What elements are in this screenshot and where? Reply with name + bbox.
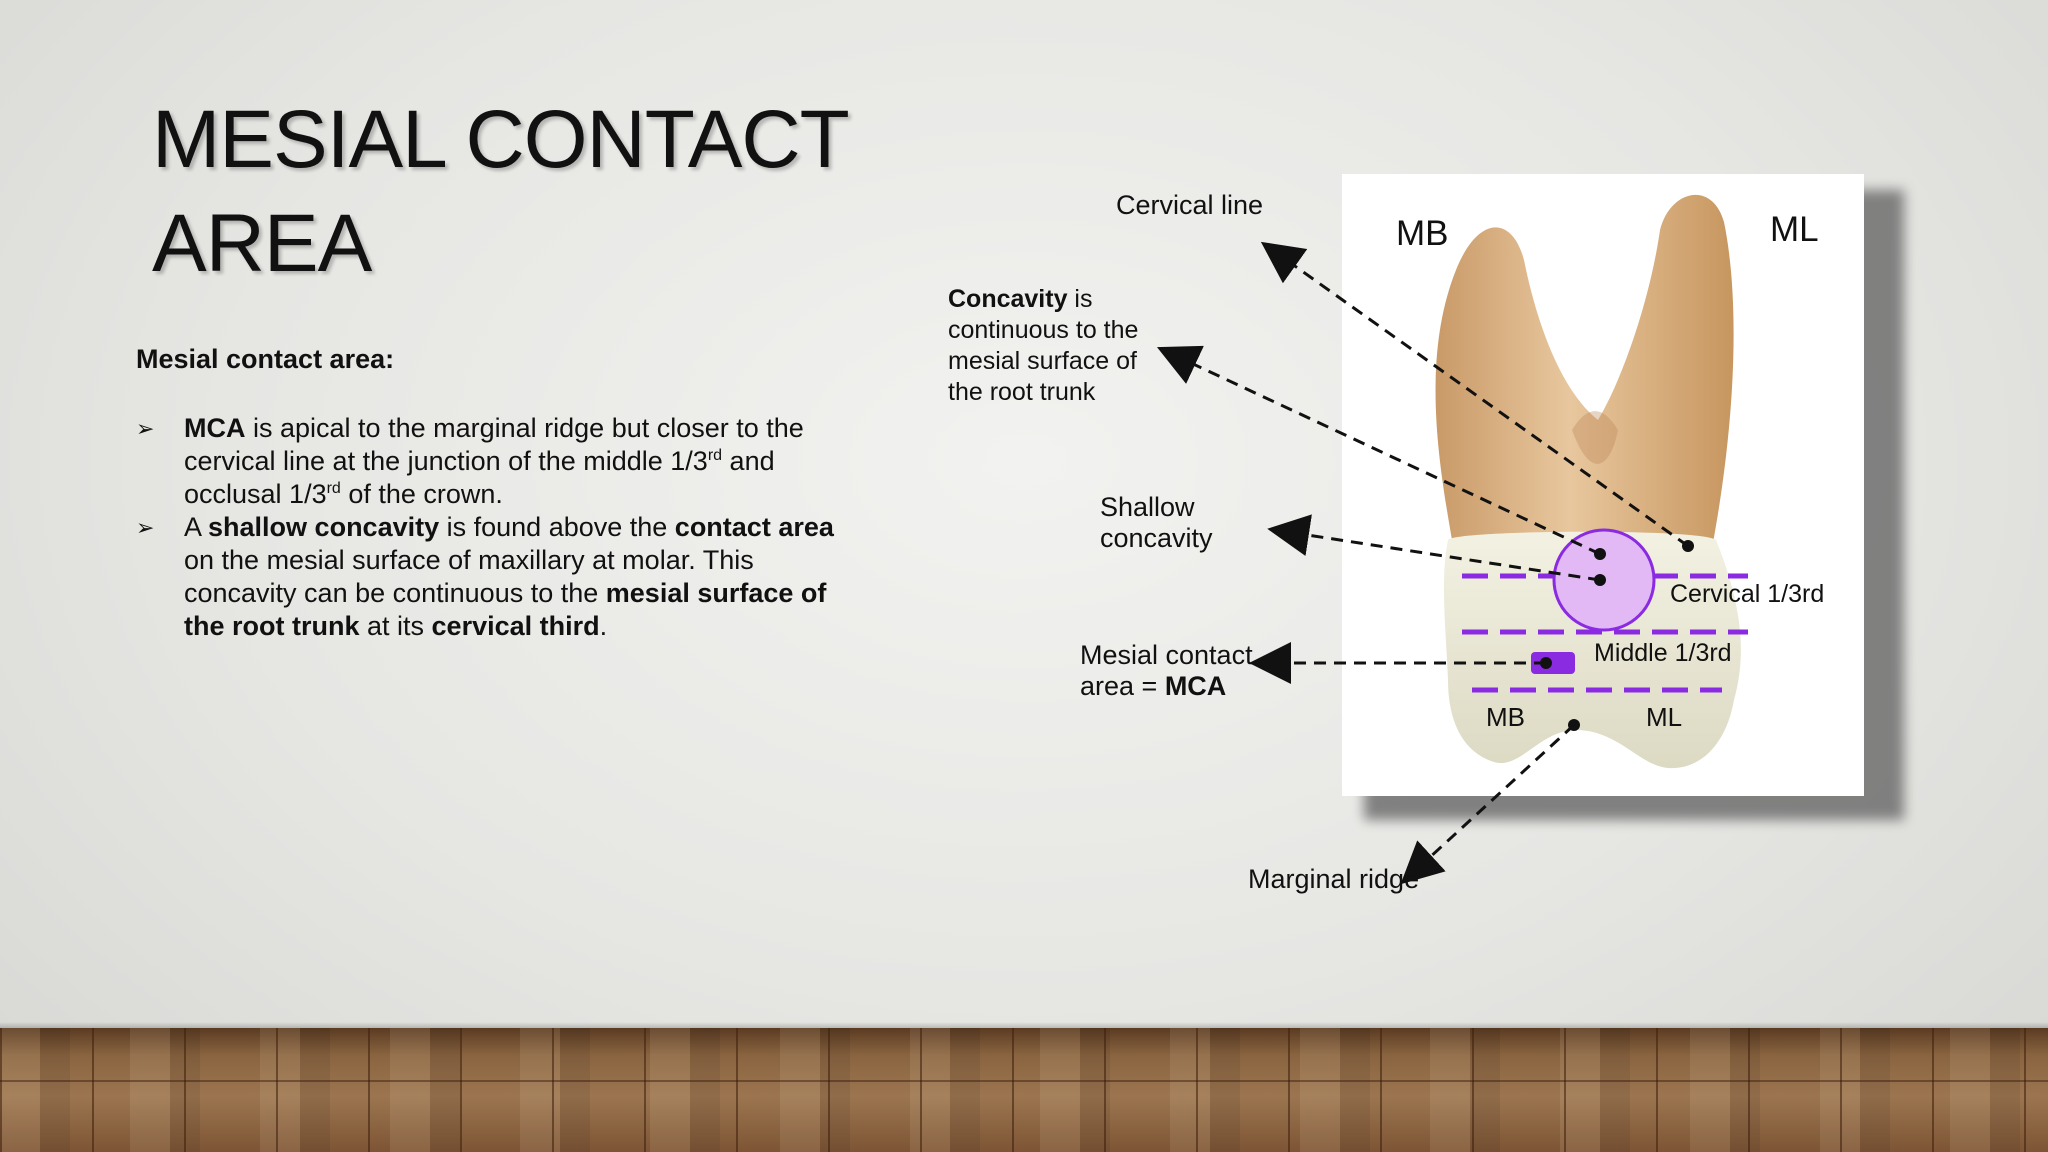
label-middle-third: Middle 1/3rd: [1594, 639, 1732, 667]
text-run: Mesial contact: [1080, 640, 1253, 670]
bold-text: MCA: [1164, 671, 1227, 701]
leader-shallow-concavity: [1267, 514, 1601, 582]
label-cervical-line: Cervical line: [1116, 190, 1264, 220]
floor-edge-shadow: [0, 1022, 2048, 1030]
bold-text: MCA: [184, 413, 246, 443]
superscript: rd: [326, 480, 341, 497]
text-run: is found above the: [439, 512, 675, 542]
arrow-bullet-icon: ➢: [136, 515, 155, 540]
label-mesial-contact-area: Mesial contact area = MCA: [1080, 640, 1253, 702]
wooden-floor-background: [0, 1028, 2048, 1152]
bold-text: contact area: [674, 512, 834, 542]
text-run: at its: [359, 611, 432, 641]
leader-concavity: [1156, 345, 1601, 556]
bullet-item-mca: ➢ MCA is apical to the marginal ridge bu…: [136, 412, 856, 511]
text-run: and occlusal 1/3: [184, 446, 775, 509]
leader-cervical-line: [1260, 241, 1689, 548]
label-shallow-concavity: Shallow concavity: [1100, 492, 1213, 554]
label-root-mb: MB: [1396, 214, 1449, 253]
label-root-ml: ML: [1770, 210, 1819, 249]
text-run: of the crown.: [340, 479, 503, 509]
text-run: concavity: [1100, 523, 1213, 553]
label-crown-mb: MB: [1486, 702, 1525, 732]
bullet-item-concavity: ➢ A shallow concavity is found above the…: [136, 511, 856, 643]
bold-text: cervical third: [431, 611, 600, 641]
root-furcation-shade: [1572, 411, 1618, 464]
leader-marginal-ridge: [1400, 723, 1576, 885]
label-cervical-third: Cervical 1/3rd: [1670, 580, 1825, 608]
contact-area-marker: [1531, 652, 1575, 674]
bold-text: mesial surface of the root trunk: [184, 578, 827, 641]
text-run: Shallow: [1100, 492, 1195, 522]
title-line-2: AREA: [152, 198, 372, 289]
section-heading: Mesial contact area:: [136, 344, 395, 374]
bold-text: shallow concavity: [208, 512, 440, 542]
label-marginal-ridge: Marginal ridge: [1248, 864, 1420, 894]
tooth-root-shape: [1435, 194, 1734, 549]
arrow-bullet-icon: ➢: [136, 416, 155, 441]
text-run: area =: [1080, 671, 1165, 701]
text-run: .: [599, 611, 608, 641]
label-concavity: Concavity is continuous to the mesial su…: [948, 284, 1178, 408]
text-run: is apical to the marginal ridge but clos…: [184, 413, 804, 476]
slide-title: MESIAL CONTACT AREA: [152, 88, 912, 296]
superscript: rd: [707, 447, 723, 464]
bullet-list: ➢ MCA is apical to the marginal ridge bu…: [136, 412, 856, 643]
tooth-crown-shape: [1443, 531, 1741, 769]
text-run: A: [184, 512, 209, 542]
text-run: is continuous to the mesial surface of t…: [948, 285, 1139, 406]
label-crown-ml: ML: [1646, 702, 1683, 732]
title-line-1: MESIAL CONTACT: [152, 94, 850, 185]
text-run: on the mesial surface of maxillary at mo…: [184, 545, 754, 608]
bold-text: Concavity: [948, 285, 1068, 313]
